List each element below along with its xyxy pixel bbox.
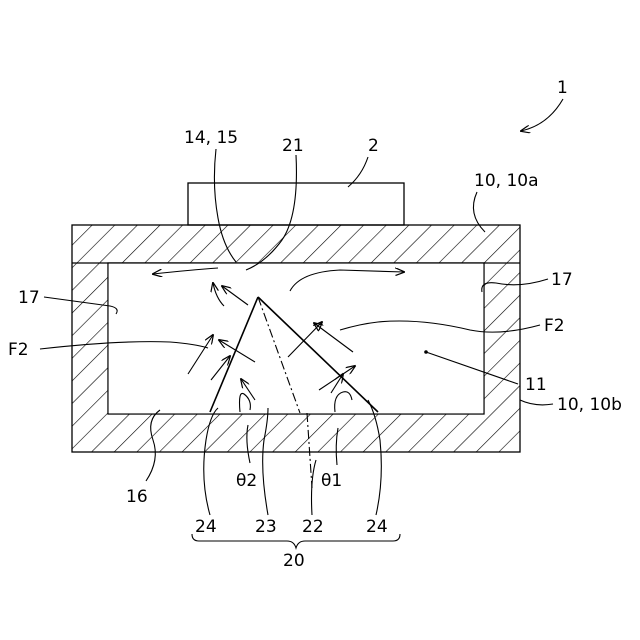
label-theta1: θ1 <box>321 471 342 491</box>
label-16: 16 <box>126 487 148 507</box>
label-24-right: 24 <box>366 517 388 537</box>
label-17-right: 17 <box>551 270 573 290</box>
label-21: 21 <box>282 136 304 156</box>
label-24-left: 24 <box>195 517 217 537</box>
label-23: 23 <box>255 517 277 537</box>
label-22: 22 <box>302 517 324 537</box>
label-wall-upper: 10, 10a <box>474 171 539 191</box>
label-wall-lower: 10, 10b <box>557 395 622 415</box>
label-chamber: 11 <box>525 375 547 395</box>
label-flow-right: F2 <box>544 316 565 336</box>
label-group-20: 20 <box>283 551 305 571</box>
label-flow-left: F2 <box>8 340 29 360</box>
label-14-15: 14, 15 <box>184 128 238 148</box>
label-device: 1 <box>557 78 568 98</box>
chamber-interior <box>109 264 484 414</box>
label-theta2: θ2 <box>236 471 257 491</box>
label-top-part: 2 <box>368 136 379 156</box>
label-17-left: 17 <box>18 288 40 308</box>
